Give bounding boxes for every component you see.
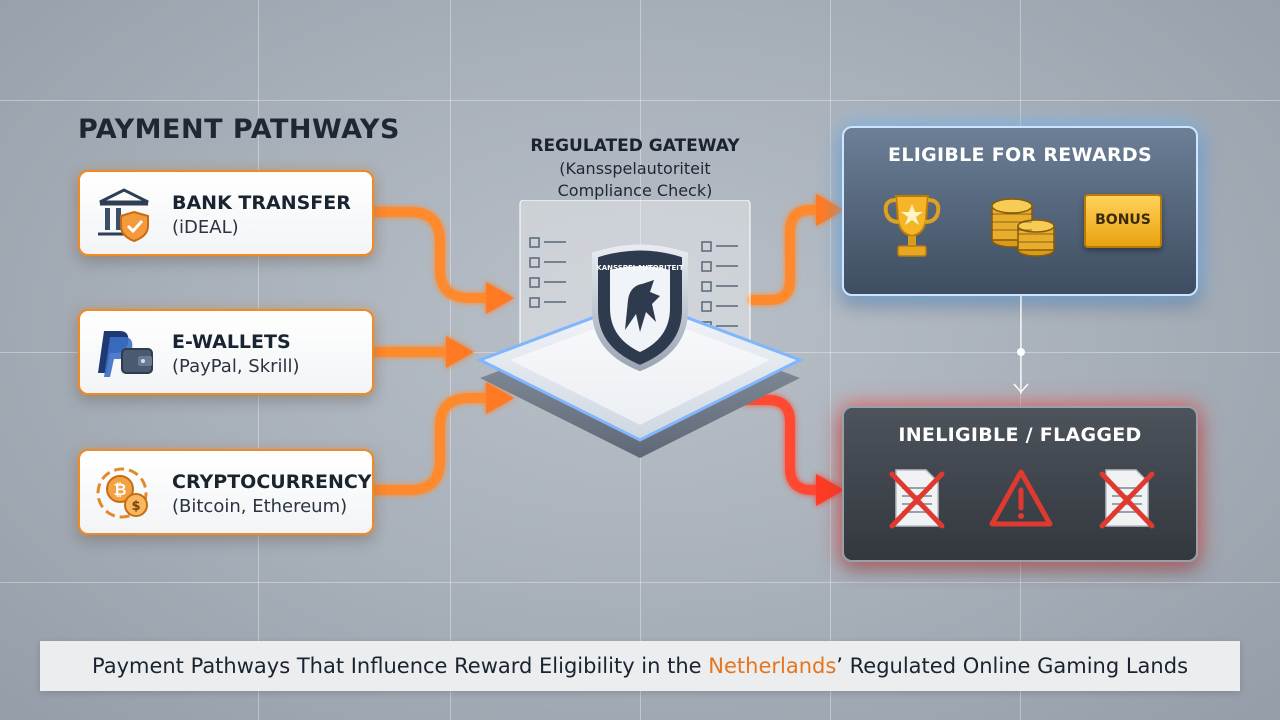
arrow-gateway-to-flagged bbox=[740, 395, 844, 506]
trophy-icon bbox=[883, 195, 941, 257]
section-title: PAYMENT PATHWAYS bbox=[78, 114, 400, 145]
payment-method-name: BANK TRANSFER bbox=[172, 192, 351, 214]
gateway-subtitle-line: (Kansspelautoriteit bbox=[559, 159, 711, 178]
arrow-gateway-to-eligible bbox=[747, 194, 844, 305]
arrow-bank-to-gateway bbox=[371, 207, 514, 314]
payment-method-name: E-WALLETS bbox=[172, 331, 291, 353]
svg-text:$: $ bbox=[131, 499, 140, 514]
rejected-document-icon bbox=[1099, 469, 1155, 529]
payment-card-cryptocurrency: ₿ $ CRYPTOCURRENCY (Bitcoin, Ethereum) bbox=[78, 449, 374, 535]
crypto-coins-icon: ₿ $ bbox=[96, 467, 148, 519]
grid-line bbox=[0, 582, 1280, 583]
payment-method-sub: (PayPal, Skrill) bbox=[172, 356, 300, 377]
warning-triangle-icon bbox=[989, 469, 1053, 527]
chip-stack-icon bbox=[991, 198, 1055, 257]
grid-line bbox=[0, 100, 1280, 101]
gateway-subtitle: (Kansspelautoriteit Compliance Check) bbox=[505, 158, 765, 202]
rejected-document-icon bbox=[889, 469, 945, 529]
flagged-title: INELIGIBLE / FLAGGED bbox=[898, 424, 1142, 446]
flagged-panel: INELIGIBLE / FLAGGED bbox=[842, 406, 1198, 562]
grid-line bbox=[830, 0, 831, 720]
payment-method-sub: (iDEAL) bbox=[172, 217, 239, 238]
shield-badge-text: KANSSPELAUTORITEIT bbox=[596, 264, 684, 272]
svg-text:₿: ₿ bbox=[113, 480, 126, 499]
wallet-icon bbox=[98, 331, 153, 377]
gateway-platform: KANSSPELAUTORITEIT bbox=[476, 200, 804, 458]
caption-bar: Payment Pathways That Influence Reward E… bbox=[40, 641, 1240, 691]
gateway-title: REGULATED GATEWAY bbox=[530, 136, 740, 156]
gateway-subtitle-line: Compliance Check) bbox=[557, 181, 713, 200]
connector-line bbox=[1013, 296, 1029, 394]
caption-accent-text: Netherlands bbox=[708, 654, 837, 678]
caption-text: ’ Regulated Online Gaming Lands bbox=[836, 654, 1189, 678]
bonus-label: BONUS bbox=[1095, 212, 1151, 228]
payment-card-bank-transfer: BANK TRANSFER (iDEAL) bbox=[78, 170, 374, 256]
eligible-panel: ELIGIBLE FOR REWARDS BONUS bbox=[842, 126, 1198, 296]
arrow-crypto-to-gateway bbox=[371, 382, 514, 495]
arrow-ewallet-to-gateway bbox=[371, 336, 474, 368]
eligible-title: ELIGIBLE FOR REWARDS bbox=[888, 144, 1152, 166]
bonus-ticket-icon: BONUS bbox=[1084, 194, 1162, 248]
payment-method-name: CRYPTOCURRENCY bbox=[172, 471, 372, 493]
payment-card-e-wallets: E-WALLETS (PayPal, Skrill) bbox=[78, 309, 374, 395]
payment-method-sub: (Bitcoin, Ethereum) bbox=[172, 496, 348, 517]
lion-shield-icon: KANSSPELAUTORITEIT bbox=[592, 244, 688, 372]
bank-shield-icon bbox=[98, 188, 149, 243]
caption-text: Payment Pathways That Influence Reward E… bbox=[91, 654, 709, 678]
